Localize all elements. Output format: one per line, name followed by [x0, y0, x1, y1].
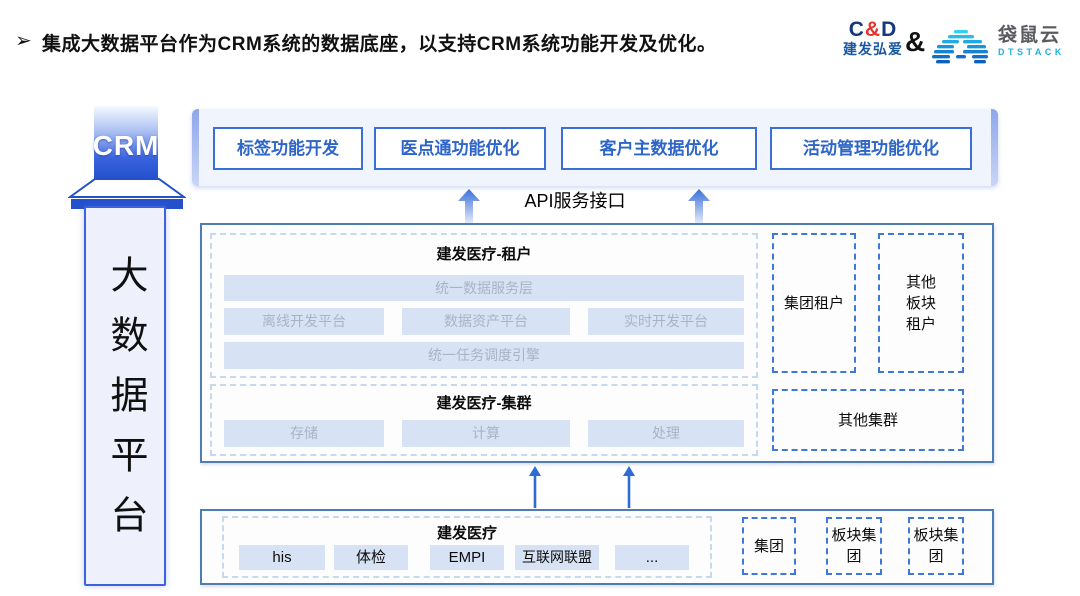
block-group-label-1: 板块集团 — [831, 527, 877, 565]
group-source-box: 集团 — [742, 517, 796, 575]
feature-yidiantong-optimization: 医点通功能优化 — [374, 127, 546, 170]
block-group-label-2: 板块集团 — [913, 527, 959, 565]
crm-monitor-shape — [94, 106, 158, 180]
up-arrow-gradient-left — [458, 189, 480, 228]
storage-box: 存储 — [224, 420, 384, 447]
cnd-logo-text: 建发弘爱 — [843, 41, 903, 57]
big-data-platform-box: 大数据平台 — [84, 206, 166, 586]
other-cluster-box: 其他集群 — [772, 389, 964, 451]
cluster-title: 建发医疗-集群 — [436, 395, 532, 412]
dtstack-logo-sub: DTSTACK — [998, 47, 1065, 57]
feature-customer-master-data: 客户主数据优化 — [561, 127, 757, 170]
dtstack-logo: 袋鼠云 DTSTACK — [998, 25, 1076, 58]
compute-box: 计算 — [402, 420, 570, 447]
up-arrow-thin-right — [622, 466, 636, 513]
page-title: 集成大数据平台作为CRM系统的数据底座，以支持CRM系统功能开发及优化。 — [42, 34, 717, 55]
feature-tag-development: 标签功能开发 — [213, 127, 363, 170]
source-his: his — [239, 545, 325, 570]
other-block-tenant-box: 其他板块租户 — [878, 233, 964, 373]
crm-monitor-stand — [66, 178, 188, 216]
unified-task-scheduler: 统一任务调度引擎 — [224, 342, 744, 369]
source-title: 建发医疗 — [436, 525, 497, 542]
cnd-logo-mark: C&D — [848, 18, 898, 41]
block-group-source-box-2: 板块集团 — [908, 517, 964, 575]
cnd-logo: C&D 建发弘爱 — [843, 19, 903, 58]
crm-label: CRM — [92, 130, 160, 161]
source-physical-exam: 体检 — [334, 545, 408, 570]
group-tenant-box: 集团租户 — [772, 233, 856, 373]
realtime-dev-platform: 实时开发平台 — [588, 308, 744, 335]
other-block-tenant-label: 其他板块租户 — [905, 273, 936, 333]
up-arrow-gradient-right — [688, 189, 710, 228]
up-arrow-thin-left — [528, 466, 542, 513]
source-empi: EMPI — [430, 545, 504, 570]
cluster-container: 建发医疗-集群 存储 计算 处理 — [210, 384, 758, 456]
ampersand-separator: & — [905, 26, 926, 57]
tenant-container: 建发医疗-租户 统一数据服务层 离线开发平台 数据资产平台 实时开发平台 统一任… — [210, 233, 758, 378]
feature-activity-management: 活动管理功能优化 — [770, 127, 972, 170]
block-group-source-box-1: 板块集团 — [826, 517, 882, 575]
source-container: 建发医疗 his 体检 EMPI 互联网联盟 ... — [222, 516, 712, 578]
dtstack-logo-name: 袋鼠云 — [998, 25, 1062, 46]
title-bullet-icon: ➢ — [15, 30, 32, 52]
unified-data-service-layer: 统一数据服务层 — [224, 275, 744, 301]
offline-dev-platform: 离线开发平台 — [224, 308, 384, 335]
data-asset-platform: 数据资产平台 — [402, 308, 570, 335]
source-internet-alliance: 互联网联盟 — [515, 545, 599, 570]
api-service-interface-label: API服务接口 — [524, 191, 626, 211]
processing-box: 处理 — [588, 420, 744, 447]
source-more: ... — [615, 545, 689, 570]
dtstack-cloud-icon — [930, 28, 992, 71]
tenant-title: 建发医疗-租户 — [436, 246, 532, 263]
big-data-platform-label: 大数据平台 — [104, 255, 146, 555]
